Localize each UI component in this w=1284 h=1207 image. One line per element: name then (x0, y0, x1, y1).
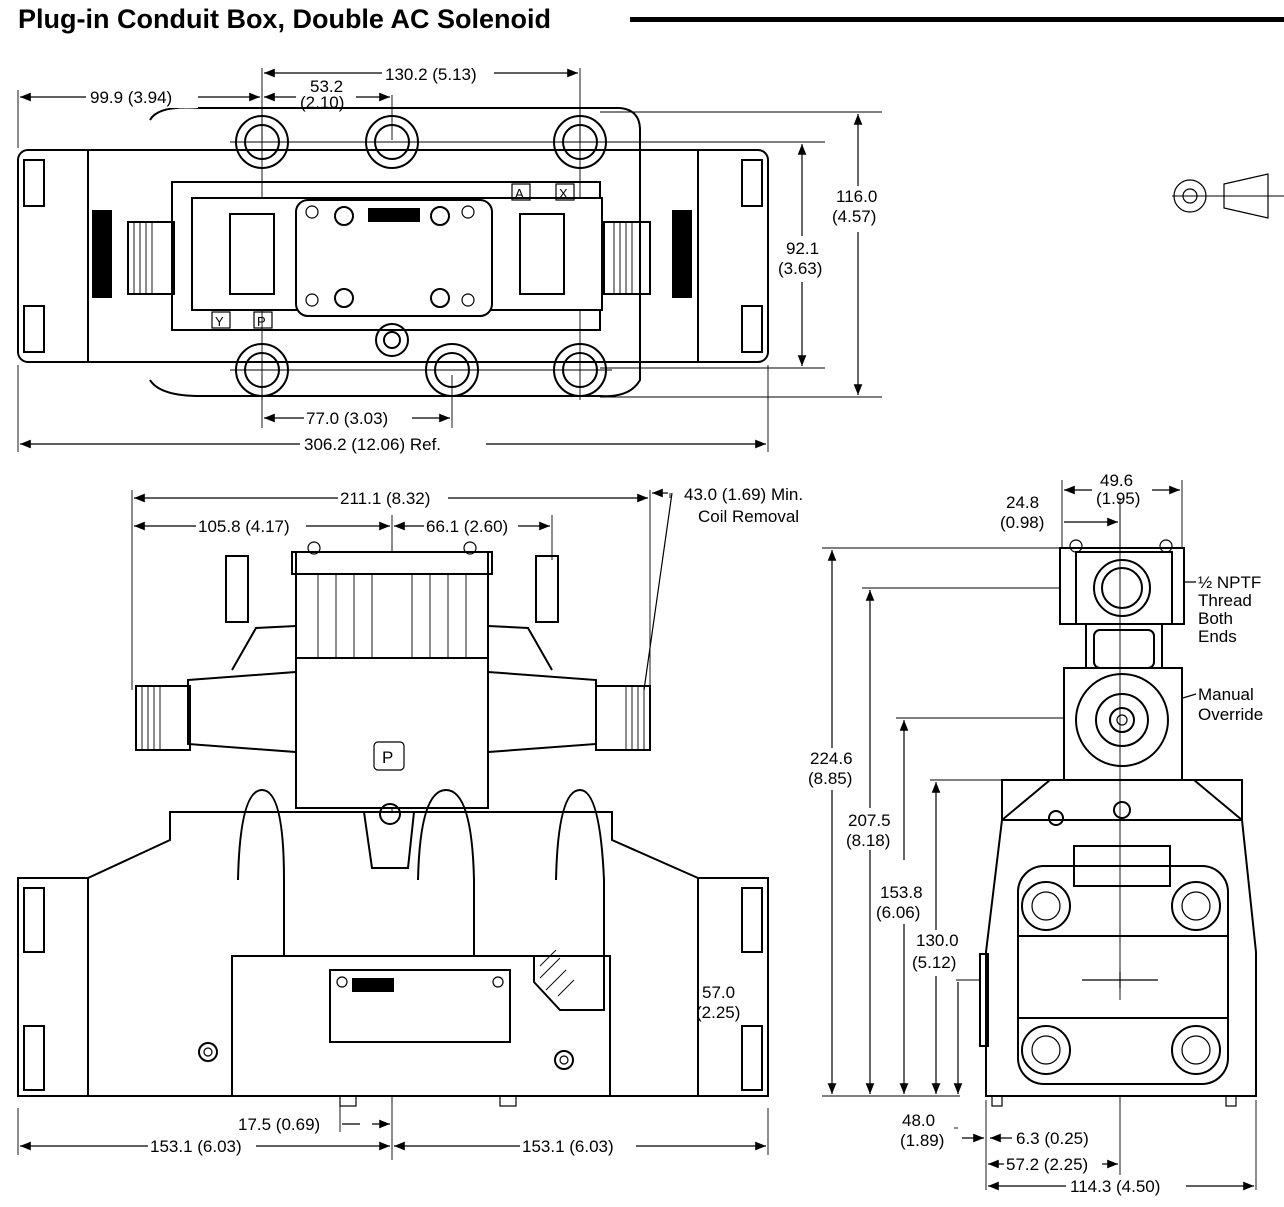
port-a-label: A (515, 186, 524, 201)
top-view: A X Y P 99.9 (3.94) 130.2 (5.13) 53.2 (2… (17, 65, 882, 454)
front-dim-right: 66.1 (2.60) (426, 517, 508, 536)
dim-bolt-span: 130.2 (5.13) (385, 65, 477, 84)
note-override-1: Manual (1198, 685, 1254, 704)
note-thread-4: Ends (1198, 627, 1237, 646)
side-view: 49.6 (1.95) 24.8 (0.98) ½ NPTF Thread Bo… (808, 471, 1263, 1196)
front-view: P 211.1 (8.32) 43.0 (1.69) Min. Coil Rem… (17, 485, 803, 1160)
dim-height-b: (4.57) (832, 207, 876, 226)
port-y-label: Y (215, 314, 224, 329)
side-dim-h5-a: 48.0 (902, 1111, 935, 1130)
side-dim-h4-b: (5.12) (912, 953, 956, 972)
side-dim-h1-b: (8.85) (808, 769, 852, 788)
dim-bolt-v-b: (3.63) (778, 259, 822, 278)
note-thread-2: Thread (1198, 591, 1252, 610)
brand-plate-front (352, 978, 394, 992)
brand-plate-left (92, 210, 112, 298)
dim-height-a: 116.0 (836, 187, 877, 206)
side-dim-h4-a: 130.0 (916, 931, 959, 950)
front-dim-half-right: 153.1 (6.03) (522, 1137, 614, 1156)
side-dim-center: 57.2 (2.25) (1006, 1155, 1088, 1174)
front-dim-height-a: 57.0 (702, 983, 735, 1002)
front-dim-offset: 17.5 (0.69) (238, 1115, 320, 1134)
front-dim-span: 211.1 (8.32) (340, 489, 430, 508)
front-dim-coil-a: 43.0 (1.69) Min. (684, 485, 803, 504)
front-dim-height-b: (2.25) (696, 1003, 740, 1022)
side-dim-offset-a: 24.8 (1006, 493, 1039, 512)
side-dim-width-a: 49.6 (1100, 471, 1133, 490)
title-rule (630, 17, 1284, 22)
title-bar: Plug-in Conduit Box, Double AC Solenoid (18, 0, 1284, 44)
port-p-label: P (257, 314, 266, 329)
side-dim-h3-a: 153.8 (880, 883, 923, 902)
brand-plate-right (672, 210, 692, 298)
side-dim-base: 114.3 (4.50) (1070, 1177, 1160, 1196)
side-dim-h1-a: 224.6 (810, 749, 853, 768)
front-port-p-label: P (382, 748, 393, 767)
front-dim-coil-b: Coil Removal (698, 507, 799, 526)
page-title: Plug-in Conduit Box, Double AC Solenoid (18, 4, 551, 34)
side-dim-h2-b: (8.18) (846, 831, 890, 850)
note-thread-1: ½ NPTF (1198, 573, 1261, 592)
projection-symbol (1172, 173, 1284, 219)
side-dim-h5-b: (1.89) (900, 1131, 944, 1150)
port-x-label: X (559, 186, 568, 201)
dim-overall-left: 99.9 (3.94) (90, 88, 172, 107)
side-dim-h3-b: (6.06) (876, 903, 920, 922)
dim-center-a: 53.2 (310, 77, 343, 96)
side-dim-offset-b: (0.98) (1000, 513, 1044, 532)
side-dim-h2-a: 207.5 (848, 811, 891, 830)
brand-plate-top (368, 208, 420, 222)
dim-bolt-v-a: 92.1 (786, 239, 819, 258)
front-dim-half-left: 153.1 (6.03) (150, 1137, 242, 1156)
dim-lower-span: 77.0 (3.03) (306, 409, 388, 428)
dim-overall-width: 306.2 (12.06) Ref. (304, 435, 441, 454)
side-dim-width-b: (1.95) (1096, 489, 1140, 508)
note-thread-3: Both (1198, 609, 1233, 628)
dim-center-b: (2.10) (300, 93, 344, 112)
front-dim-left: 105.8 (4.17) (198, 517, 290, 536)
side-dim-foot: 6.3 (0.25) (1016, 1129, 1089, 1148)
note-override-2: Override (1198, 705, 1263, 724)
